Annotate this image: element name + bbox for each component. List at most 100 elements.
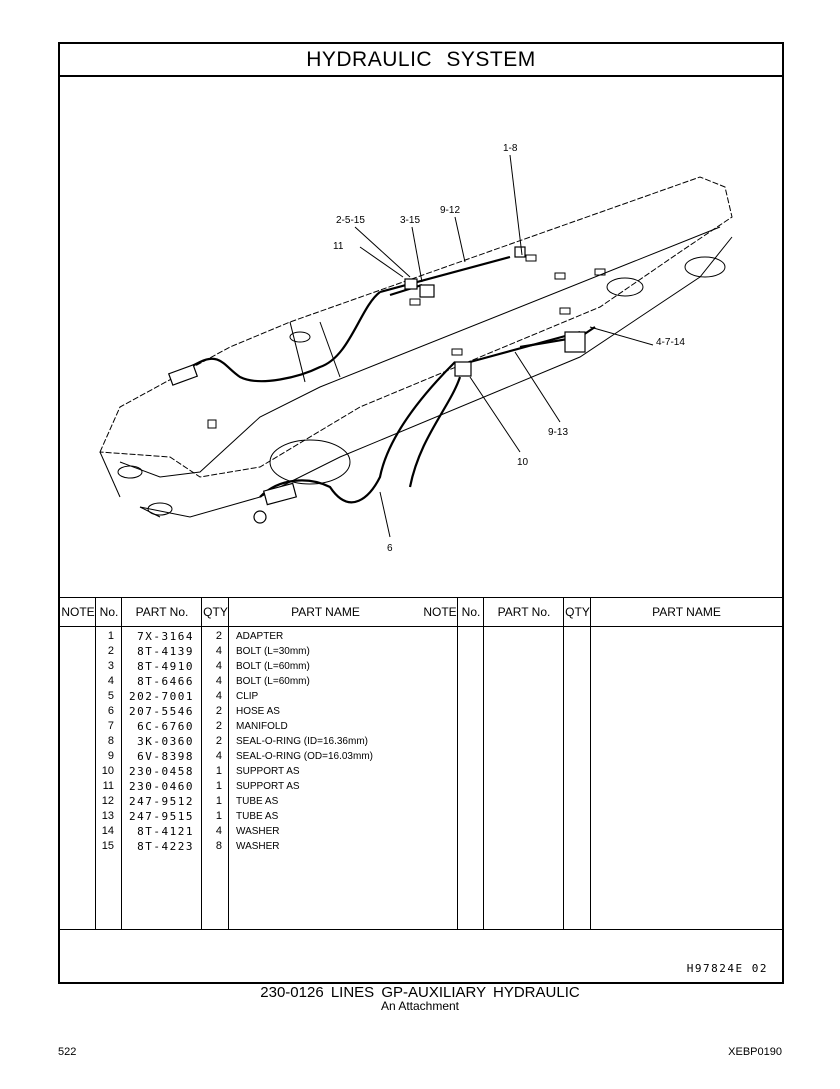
boom-outline [99,176,733,518]
column-header-no: No. [458,598,484,627]
item-number: 15 [101,840,114,852]
part-name: WASHER [236,841,280,852]
column-header-part-name: PART NAME [229,598,422,627]
part-number: 8T-4121 [137,825,194,838]
quantity: 4 [215,825,222,837]
part-name: WASHER [236,826,280,837]
part-name: BOLT (L=30mm) [236,646,310,657]
part-name: MANIFOLD [236,721,288,732]
document-id: XEBP0190 [728,1046,782,1058]
quantity: 4 [215,645,222,657]
illustration-id: H97824E 02 [686,962,768,975]
column-header-part-name: PART NAME [591,598,782,627]
part-number: 8T-4139 [137,645,194,658]
part-number: 7X-3164 [137,630,194,643]
quantity: 2 [215,720,222,732]
page-title: HYDRAULIC SYSTEM [60,44,782,77]
column-header-note: NOTE [60,598,96,627]
item-number: 4 [107,675,114,687]
part-number: 202-7001 [129,690,194,703]
quantity: 2 [215,735,222,747]
quantity: 2 [215,630,222,642]
quantity: 1 [215,765,222,777]
quantity: 4 [215,675,222,687]
column-header-part-no: PART No. [484,598,564,627]
part-number: 247-9512 [129,795,194,808]
callout-label: 1-8 [503,143,518,154]
quantity: 4 [215,660,222,672]
illustration-id-row: H97824E 02 [60,929,782,983]
item-number: 9 [107,750,114,762]
quantity: 4 [215,750,222,762]
quantity: 8 [215,840,222,852]
item-number: 6 [107,705,114,717]
callout-label: 6 [387,543,393,554]
part-name: BOLT (L=60mm) [236,676,310,687]
item-number: 8 [107,735,114,747]
callout-label: 2-5-15 [336,215,365,226]
part-number: 8T-4223 [137,840,194,853]
quantity: 1 [215,795,222,807]
item-number: 13 [101,810,114,822]
column-header-note: NOTE [422,598,458,627]
part-number: 8T-4910 [137,660,194,673]
callout-label: 11 [333,241,344,252]
part-number: 3K-0360 [137,735,194,748]
column-divider [564,598,591,930]
quantity: 4 [215,690,222,702]
column-divider [484,598,564,930]
item-number: 5 [107,690,114,702]
callout-label: 10 [517,457,529,468]
callout-labels: 1-8 2-5-15 3-15 9-12 11 4-7-14 9-13 10 6 [333,143,685,554]
column-header-part-no: PART No. [122,598,202,627]
part-name: TUBE AS [236,796,279,807]
column-header-qty: QTY [202,598,229,627]
part-number: 207-5546 [129,705,194,718]
fittings [167,246,586,524]
group-caption: 230-0126 LINES GP-AUXILIARY HYDRAULIC [260,984,580,1001]
item-number: 1 [107,630,114,642]
column-divider [422,598,458,930]
column-divider [458,598,484,930]
part-name: SEAL-O-RING (OD=16.03mm) [236,751,373,762]
leader-lines [354,154,654,538]
callout-label: 4-7-14 [656,337,685,348]
callout-label: 9-13 [548,427,568,438]
item-number: 12 [101,795,114,807]
page-number: 522 [58,1046,77,1058]
part-number: 8T-6466 [137,675,194,688]
item-number: 3 [107,660,114,672]
part-name: TUBE AS [236,811,279,822]
part-number: 230-0460 [129,780,194,793]
item-number: 11 [102,780,114,792]
column-header-qty: QTY [564,598,591,627]
column-divider [96,598,122,930]
part-name: SEAL-O-RING (ID=16.36mm) [236,736,368,747]
column-divider [202,598,229,930]
item-number: 14 [101,825,114,837]
callout-label: 9-12 [440,205,460,216]
quantity: 1 [215,810,222,822]
part-name: SUPPORT AS [236,766,300,777]
part-name: HOSE AS [236,706,280,717]
column-divider [122,598,202,930]
part-name: CLIP [236,691,259,702]
part-number: 6C-6760 [137,720,194,733]
part-number: 230-0458 [129,765,194,778]
item-number: 7 [107,720,114,732]
part-name: SUPPORT AS [236,781,300,792]
part-name: BOLT (L=60mm) [236,661,310,672]
page-frame: HYDRAULIC SYSTEM [58,42,784,984]
exploded-view-drawing: 1-8 2-5-15 3-15 9-12 11 4-7-14 9-13 10 6 [99,143,733,554]
quantity: 1 [215,780,222,792]
item-number: 10 [101,765,114,777]
column-header-no: No. [96,598,122,627]
callout-label: 3-15 [400,215,420,226]
hydraulic-lines [169,255,596,504]
quantity: 2 [215,705,222,717]
part-number: 247-9515 [129,810,194,823]
item-number: 2 [107,645,114,657]
part-name: ADAPTER [236,631,284,642]
